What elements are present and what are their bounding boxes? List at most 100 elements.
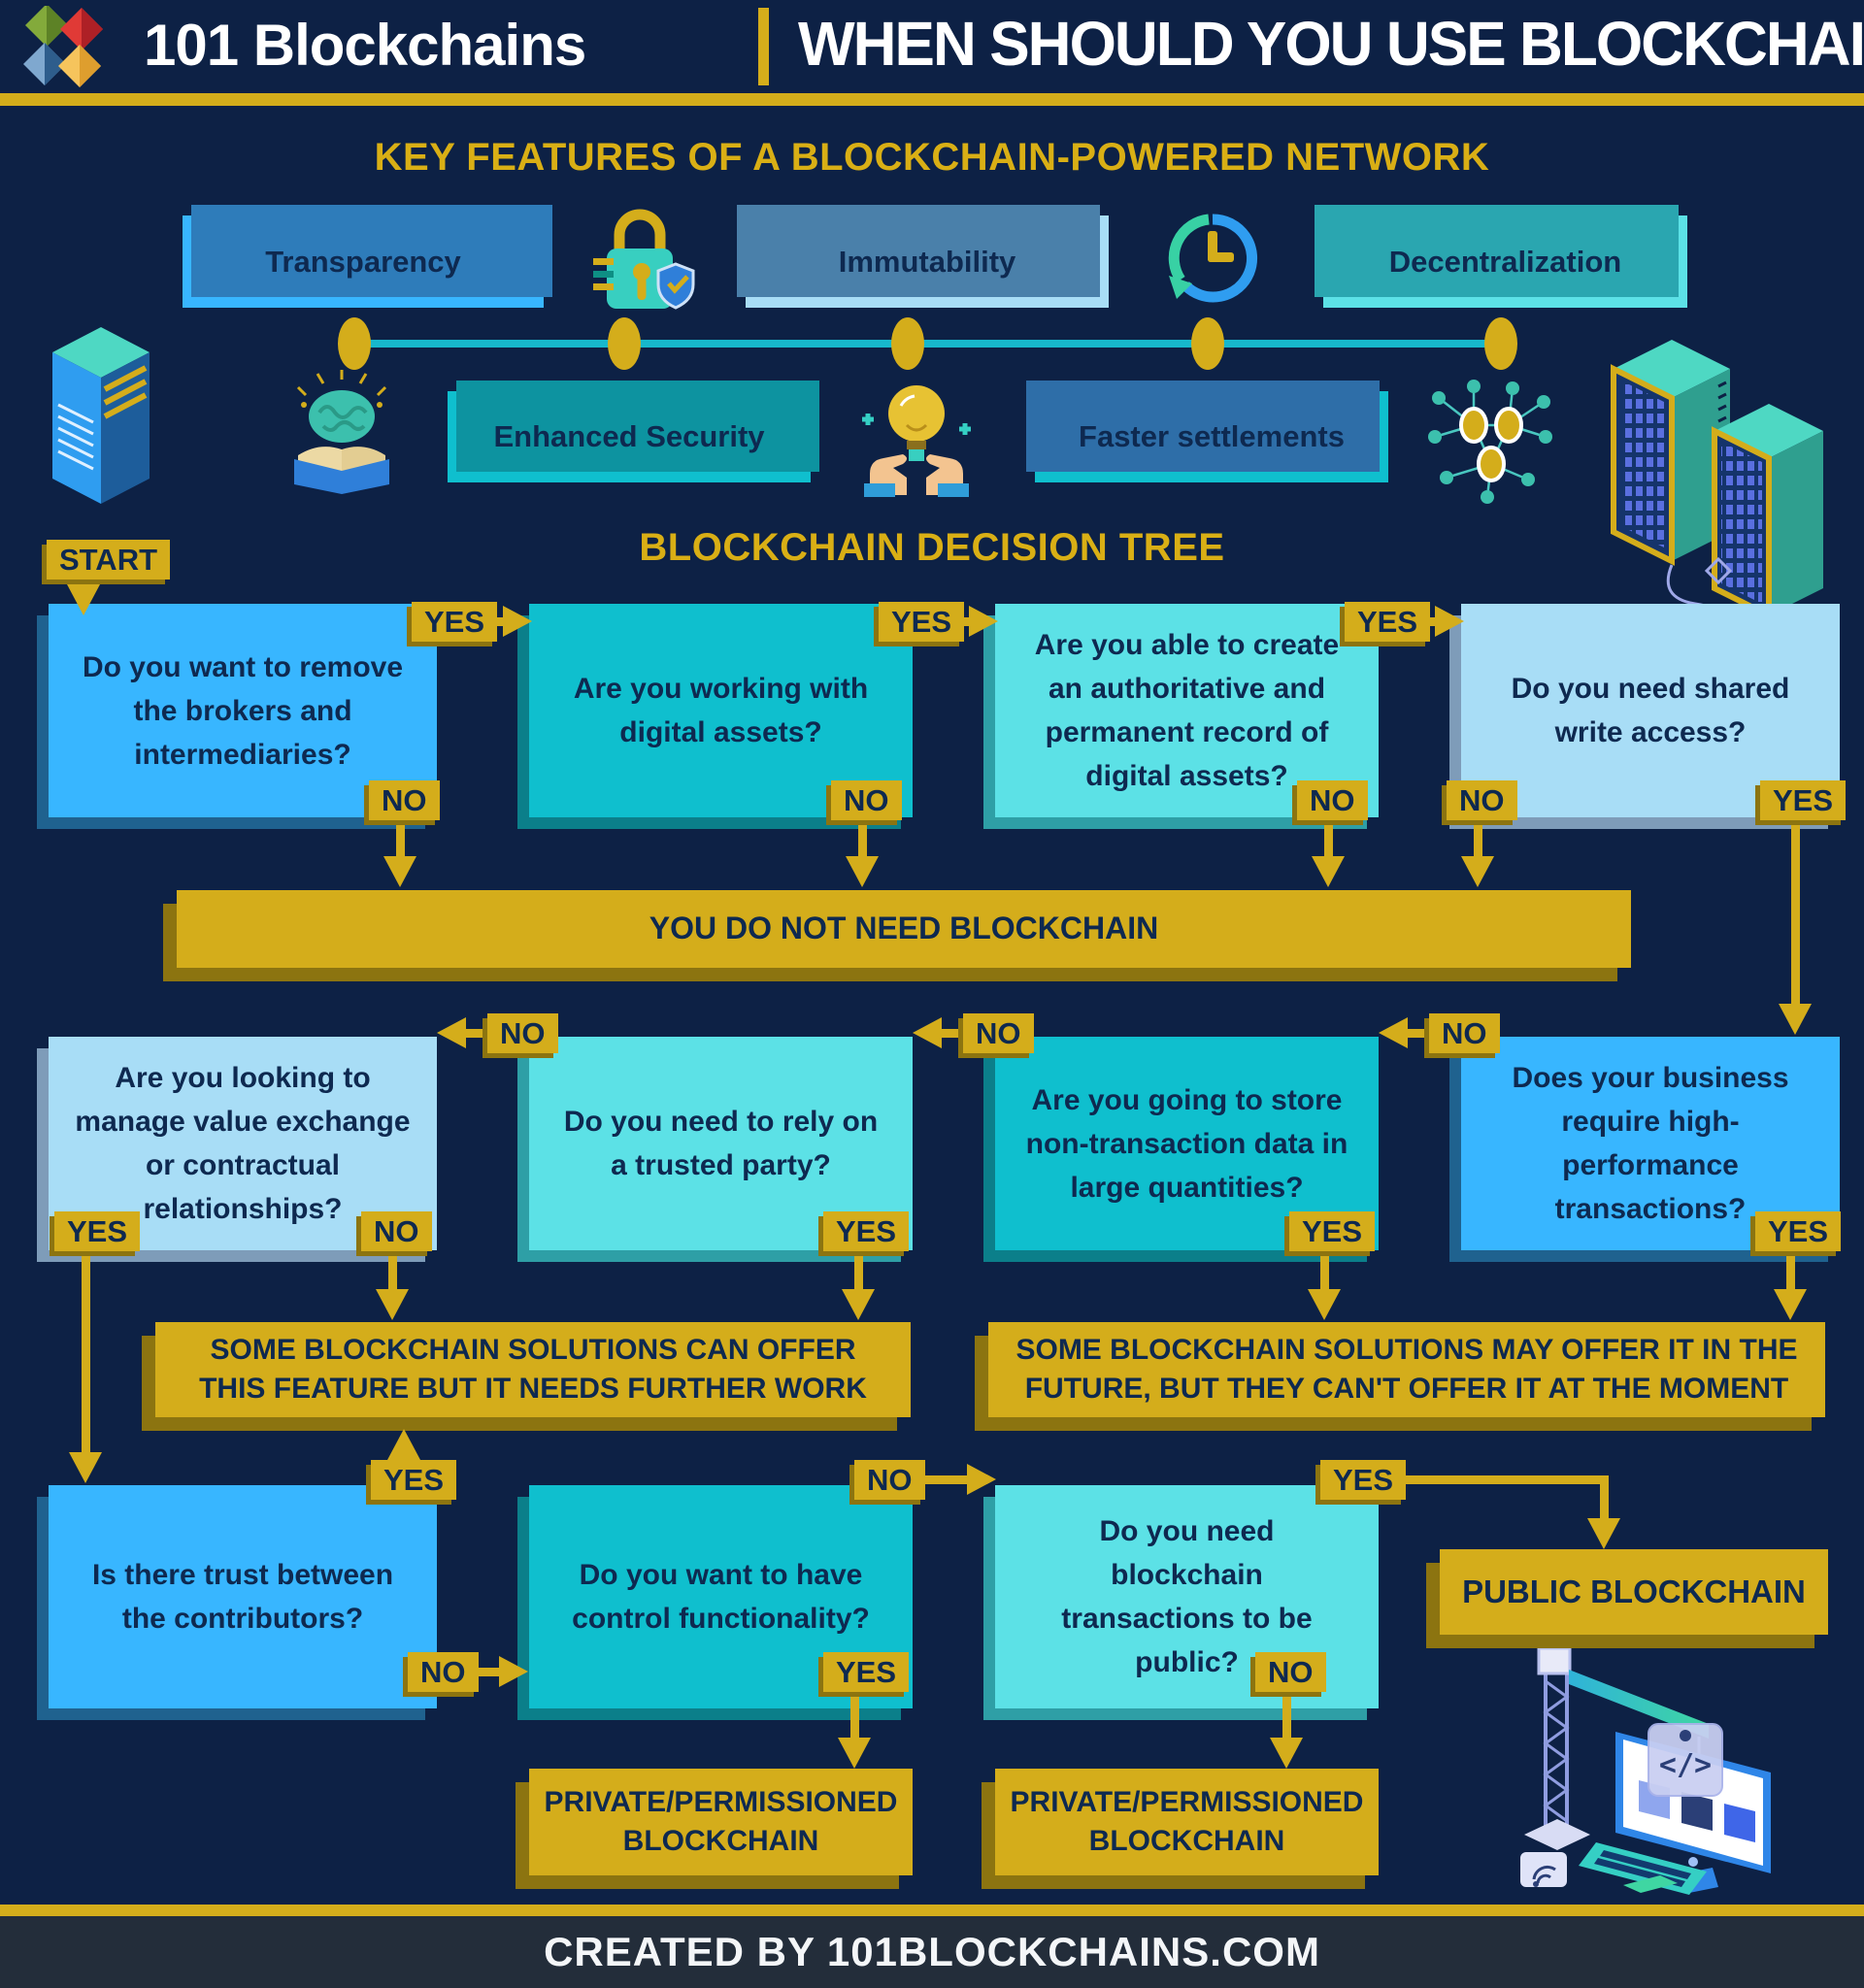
question-text: Do you need blockchain transactions to b… <box>1061 1515 1313 1678</box>
timeline-dot <box>891 317 924 370</box>
server-racks-icon <box>1611 340 1823 626</box>
yes-tag: YES <box>1320 1460 1407 1501</box>
server-tower-icon <box>52 327 150 504</box>
history-clock-icon <box>1168 214 1258 303</box>
flow-arrowhead <box>376 1289 409 1320</box>
question-box-q10: Do you want to have control functionalit… <box>529 1485 913 1708</box>
network-nodes-icon <box>1428 380 1552 504</box>
no-tag: NO <box>854 1460 925 1501</box>
question-text: Is there trust between the contributors? <box>91 1559 394 1635</box>
timeline-dot <box>1191 317 1224 370</box>
outcome-future: SOME BLOCKCHAIN SOLUTIONS MAY OFFER IT I… <box>988 1322 1825 1417</box>
code-glyph: </> <box>1659 1748 1712 1782</box>
yes-tag: YES <box>371 1460 457 1501</box>
flow-arrowhead <box>437 1017 466 1048</box>
question-box-q1: Do you want to remove the brokers and in… <box>49 604 437 817</box>
feature-card-transparency: Transparency <box>183 215 544 308</box>
question-box-q9: Is there trust between the contributors? <box>49 1485 437 1708</box>
flow-arrowhead <box>503 606 532 637</box>
header: 101 Blockchains WHEN SHOULD YOU USE BLOC… <box>0 0 1864 93</box>
flow-line <box>1406 1029 1433 1038</box>
question-text: Are you going to store non-transaction d… <box>1025 1083 1348 1204</box>
timeline-dot <box>338 317 371 370</box>
question-text: Do you need shared write access? <box>1511 673 1790 748</box>
footer-rule <box>0 1905 1864 1916</box>
flow-line <box>1386 1475 1609 1484</box>
outcome-public-blockchain: PUBLIC BLOCKCHAIN <box>1440 1549 1828 1635</box>
footer: CREATED BY 101BLOCKCHAINS.COM <box>0 1916 1864 1988</box>
flow-arrowhead <box>838 1738 871 1769</box>
outcome-text: YOU DO NOT NEED BLOCKCHAIN <box>649 911 1159 946</box>
flow-arrowhead <box>69 1452 102 1483</box>
flow-line <box>82 1252 90 1454</box>
no-tag: NO <box>1297 780 1368 821</box>
yes-tag: YES <box>1289 1211 1376 1252</box>
flow-arrowhead <box>67 584 100 615</box>
flow-line <box>1791 821 1800 1006</box>
feature-card-immutability: Immutability <box>746 215 1109 308</box>
yes-tag: YES <box>1760 780 1847 821</box>
flow-arrowhead <box>846 856 879 887</box>
header-rule <box>0 93 1864 106</box>
no-tag: NO <box>831 780 902 821</box>
header-divider <box>758 8 769 85</box>
yes-tag: YES <box>823 1652 910 1693</box>
footer-credit: CREATED BY 101BLOCKCHAINS.COM <box>544 1929 1320 1974</box>
features-section-title: KEY FEATURES OF A BLOCKCHAIN-POWERED NET… <box>374 136 1490 179</box>
start-tag: START <box>47 540 171 580</box>
no-tag: NO <box>1447 780 1517 821</box>
question-text: Are you looking to manage value exchange… <box>75 1062 411 1225</box>
flow-arrowhead <box>1774 1289 1807 1320</box>
flow-arrowhead <box>913 1017 942 1048</box>
flow-arrowhead <box>1308 1289 1341 1320</box>
feature-label: Immutability <box>838 244 1016 279</box>
no-tag: NO <box>369 780 440 821</box>
feature-card-decentralization: Decentralization <box>1323 215 1687 308</box>
feature-label: Faster settlements <box>1079 419 1345 453</box>
outcome-needs-work: SOME BLOCKCHAIN SOLUTIONS CAN OFFER THIS… <box>155 1322 911 1417</box>
question-text: Do you want to remove the brokers and in… <box>82 650 404 771</box>
flow-arrowhead <box>499 1656 528 1687</box>
flow-line <box>474 1668 501 1676</box>
question-text: Do you want to have control functionalit… <box>572 1559 870 1635</box>
no-tag: NO <box>361 1211 432 1252</box>
flow-arrowhead <box>969 606 998 637</box>
outcome-private-blockchain-right: PRIVATE/PERMISSIONED BLOCKCHAIN <box>995 1769 1379 1875</box>
flow-arrowhead <box>1461 856 1494 887</box>
flow-line <box>1600 1475 1609 1520</box>
lock-shield-icon <box>593 209 695 310</box>
feature-label: Enhanced Security <box>493 419 765 453</box>
flow-line <box>1474 821 1482 858</box>
timeline-dot <box>608 317 641 370</box>
flow-line <box>1786 1252 1795 1291</box>
no-tag: NO <box>1429 1013 1500 1054</box>
yes-tag: YES <box>823 1211 910 1252</box>
flow-line <box>388 1252 397 1291</box>
flow-arrowhead <box>1270 1738 1303 1769</box>
outcome-text: PUBLIC BLOCKCHAIN <box>1462 1573 1806 1609</box>
timeline-dot <box>1484 317 1517 370</box>
flow-arrowhead <box>967 1464 996 1495</box>
flow-arrowhead <box>1435 606 1464 637</box>
page-title: WHEN SHOULD YOU USE BLOCKCHAIN <box>798 9 1864 79</box>
no-tag: NO <box>963 1013 1034 1054</box>
question-text: Are you able to create an authoritative … <box>1034 629 1340 792</box>
timeline-line <box>354 340 1501 348</box>
flow-line <box>858 821 867 858</box>
no-tag: NO <box>408 1652 479 1693</box>
knowledge-brain-icon <box>294 370 389 494</box>
decision-tree-title: BLOCKCHAIN DECISION TREE <box>639 526 1225 569</box>
feature-label: Transparency <box>265 244 461 279</box>
crane-computer-icon: </> <box>1520 1646 1771 1895</box>
no-tag: NO <box>1255 1652 1326 1693</box>
outcome-text: SOME BLOCKCHAIN SOLUTIONS CAN OFFER THIS… <box>199 1333 867 1406</box>
innovation-bulb-icon <box>862 385 971 497</box>
outcome-no-blockchain: YOU DO NOT NEED BLOCKCHAIN <box>177 890 1631 968</box>
flow-line <box>920 1475 969 1484</box>
outcome-text: PRIVATE/PERMISSIONED BLOCKCHAIN <box>1010 1785 1364 1858</box>
yes-tag: YES <box>1345 602 1431 643</box>
feature-card-faster-settlements: Faster settlements <box>1035 391 1388 482</box>
flow-line <box>396 821 405 858</box>
flow-arrowhead <box>1312 856 1345 887</box>
